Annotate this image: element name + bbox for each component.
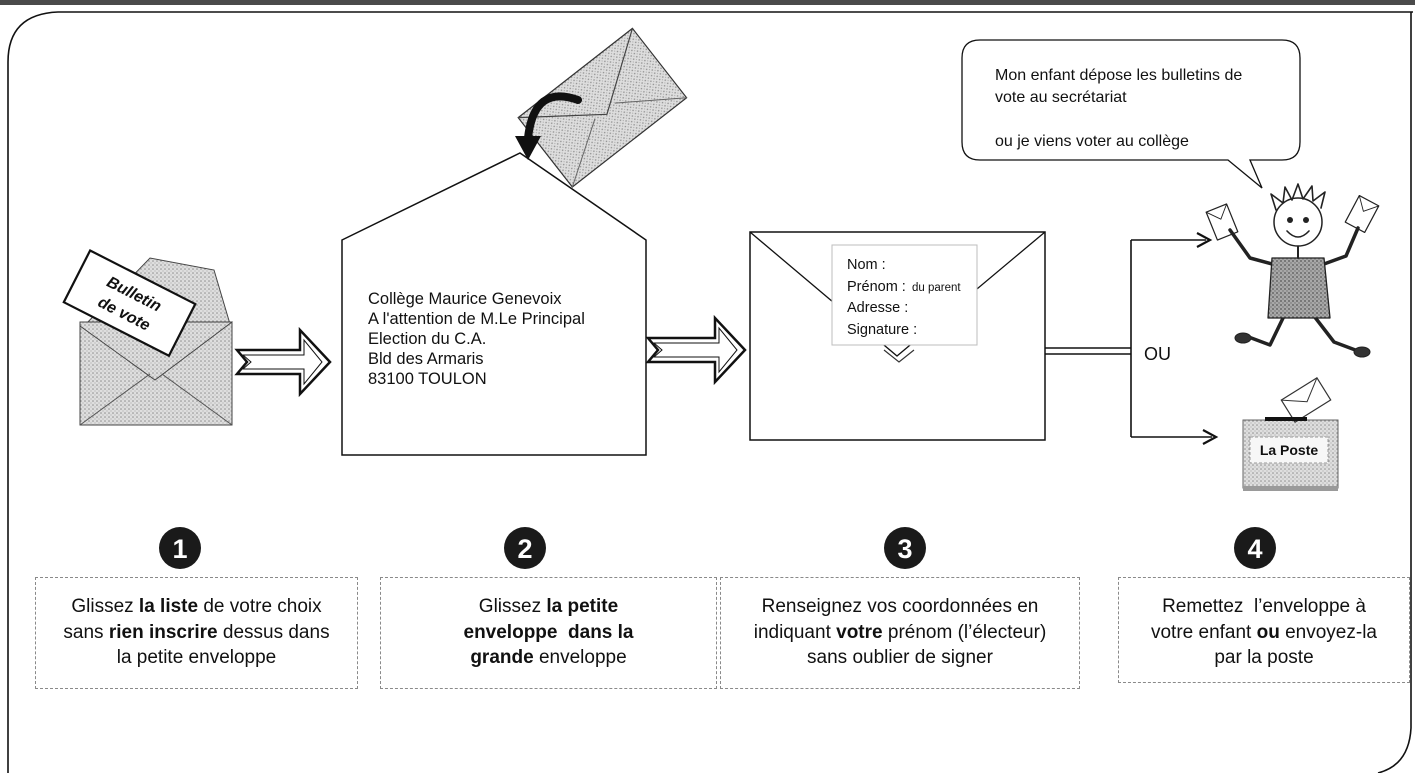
step-number: 2 — [517, 534, 532, 564]
mailbox-label: La Poste — [1260, 442, 1319, 458]
envelope-fold-line — [79, 373, 151, 426]
step-text: de votre choix — [198, 596, 322, 617]
inserted-envelope-icon — [517, 27, 688, 188]
step-text: sans — [63, 621, 109, 643]
speech-bubble-line: vote au secrétariat — [995, 89, 1127, 106]
hollow-arrow-icon — [234, 326, 332, 398]
step-badge-2: 2 — [504, 527, 546, 569]
step-text-emphasis: rien inscrire — [108, 621, 218, 643]
arrow-head-icon — [1196, 232, 1213, 248]
step-text: dessus dans — [217, 621, 330, 643]
step-text-emphasis: la petite — [546, 596, 619, 617]
envelope-fold-line — [161, 373, 233, 426]
page-frame — [7, 11, 1413, 773]
mailbox-icon: La Poste — [1242, 377, 1339, 491]
step-instruction-box-3: Renseignez vos coordonnées en indiquant v… — [720, 577, 1080, 689]
step-text: la petite enveloppe — [116, 647, 277, 668]
sender-address-field: Adresse : — [847, 300, 908, 316]
address-line: 83100 TOULON — [368, 370, 487, 388]
sender-card — [831, 244, 978, 346]
step-number: 4 — [1247, 534, 1262, 564]
envelope-back-icon: Nom : Prénom : du parent Adresse : Signa… — [749, 231, 1046, 441]
step-text-line: indiquant votre prénom (l’électeur) — [721, 620, 1079, 646]
step-text: Renseignez vos coordonnées en — [761, 596, 1039, 617]
step-text: Glissez — [71, 596, 139, 617]
envelope-front-pocket — [79, 320, 233, 426]
step-text: indiquant — [753, 621, 837, 643]
sender-firstname-note: du parent — [912, 282, 961, 294]
branch-connector — [1045, 232, 1219, 445]
curved-arrow-icon — [515, 92, 582, 160]
step-text-emphasis: enveloppe dans la — [463, 621, 634, 643]
large-envelope-icon: Collège Maurice Genevoix A l'attention d… — [341, 152, 647, 456]
mail-slot — [1265, 417, 1307, 421]
step-text-emphasis: votre — [836, 621, 883, 643]
step-badge-1: 1 — [159, 527, 201, 569]
speech-bubble: Mon enfant dépose les bulletins de vote … — [961, 39, 1301, 189]
page-frame-right — [1377, 12, 1412, 773]
step-text: Remettez l’enveloppe à — [1162, 596, 1366, 617]
step-text-emphasis: grande — [470, 647, 534, 668]
step-text: prénom (l’électeur) — [882, 621, 1047, 643]
arrow-head-icon — [1202, 429, 1219, 445]
step-badge-3: 3 — [884, 527, 926, 569]
step-text-line: votre enfant ou envoyez-la — [1119, 620, 1409, 646]
mail-envelope-icon — [1280, 377, 1332, 423]
paper-icon — [1344, 194, 1380, 234]
hollow-arrow-icon — [645, 314, 747, 386]
step-text-line: la petite enveloppe — [36, 645, 357, 671]
address-line: Bld des Armaris — [368, 350, 484, 368]
step-text-line: grande enveloppe — [381, 645, 716, 671]
step-text: enveloppe — [533, 647, 627, 668]
large-envelope-outline — [341, 152, 647, 456]
child-icon — [1205, 183, 1380, 358]
step-text-line: sans rien inscrire dessus dans — [36, 620, 357, 646]
step-text-line: Renseignez vos coordonnées en — [721, 594, 1079, 620]
flap-tip — [883, 349, 915, 363]
or-label: OU — [1144, 344, 1171, 364]
step-text: Glissez — [478, 596, 547, 617]
step-number: 3 — [897, 534, 912, 564]
address-line: A l'attention de M.Le Principal — [368, 310, 585, 328]
scan-top-band — [0, 0, 1415, 5]
step-text-line: par la poste — [1119, 645, 1409, 671]
address-line: Election du C.A. — [368, 330, 486, 348]
step-badge-4: 4 — [1234, 527, 1276, 569]
step-text-line: Glissez la liste de votre choix — [36, 594, 357, 620]
address-line: Collège Maurice Genevoix — [368, 290, 562, 308]
step-instruction-box-4: Remettez l’enveloppe à votre enfant ou en… — [1118, 577, 1410, 683]
step-text: envoyez-la — [1279, 621, 1377, 643]
step-text-line: enveloppe dans la — [381, 620, 716, 646]
step-text-line: sans oublier de signer — [721, 645, 1079, 671]
step-number: 1 — [172, 534, 187, 564]
step-text: sans oublier de signer — [807, 647, 993, 668]
step-text-line: Glissez la petite — [381, 594, 716, 620]
sender-firstname-field: Prénom : — [847, 279, 906, 295]
speech-bubble-line: ou je viens voter au collège — [995, 133, 1189, 150]
speech-bubble-line: Mon enfant dépose les bulletins de — [995, 67, 1242, 84]
step-text: par la poste — [1214, 647, 1314, 668]
small-envelope-icon: Bulletin de vote — [62, 249, 233, 426]
sender-name-field: Nom : — [847, 257, 886, 273]
step-text: votre enfant — [1150, 621, 1257, 643]
step-text-emphasis: ou — [1256, 621, 1280, 643]
sender-signature-field: Signature : — [847, 322, 917, 338]
step-text-emphasis: la liste — [138, 596, 199, 617]
step-text-line: Remettez l’enveloppe à — [1119, 594, 1409, 620]
